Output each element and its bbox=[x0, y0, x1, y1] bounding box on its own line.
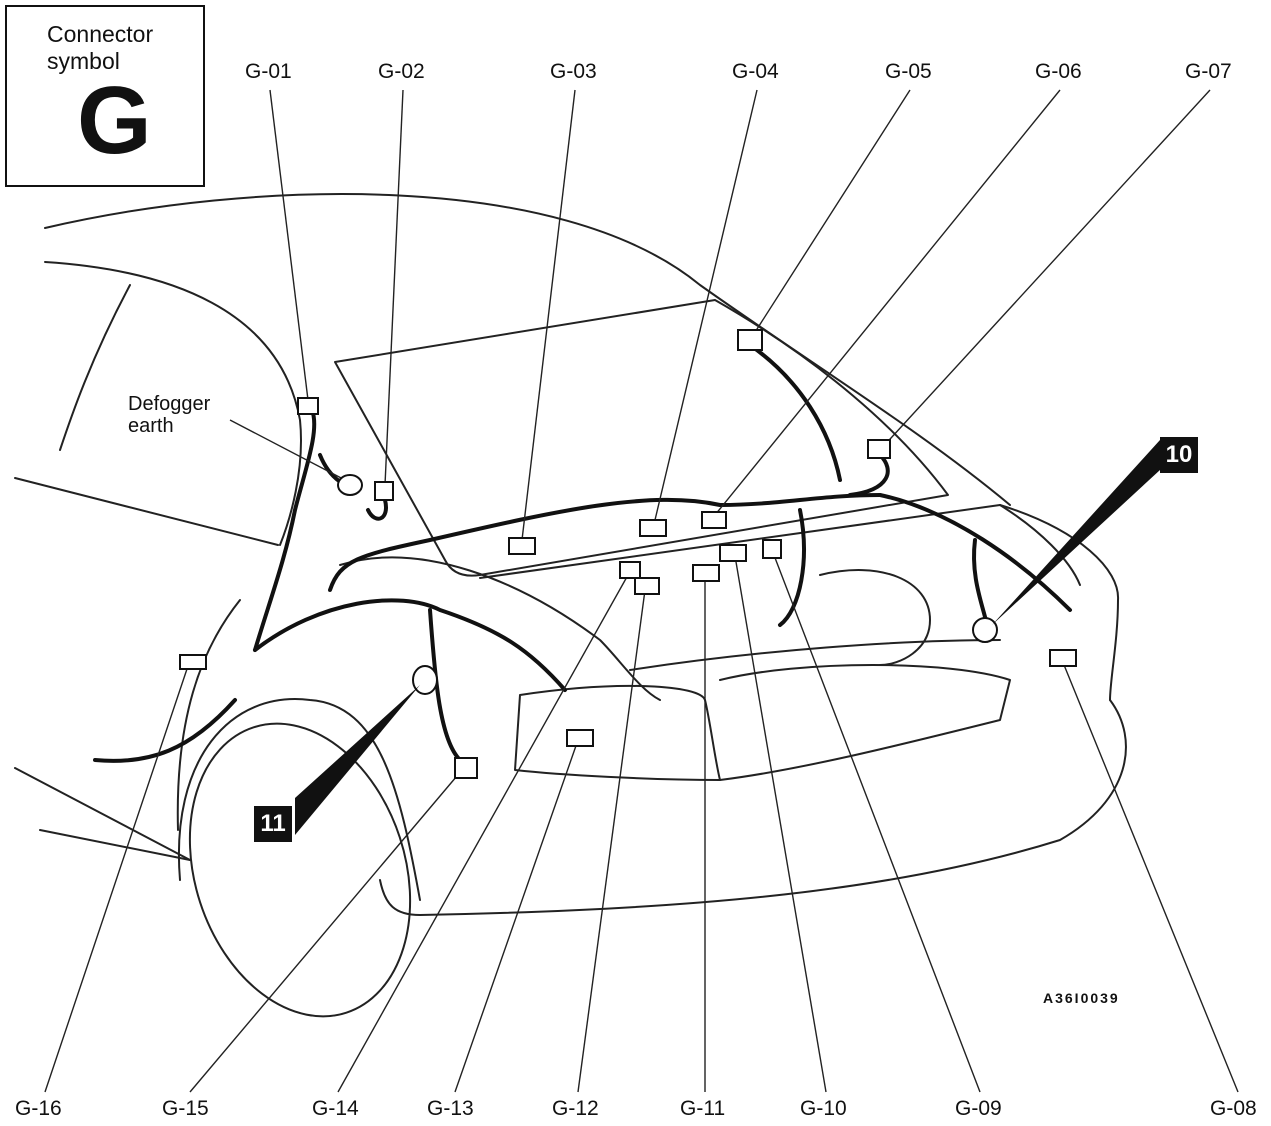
bumper-notch bbox=[514, 684, 721, 781]
ground-badge-10: 10 bbox=[1160, 437, 1198, 473]
leader-g15 bbox=[189, 769, 463, 1093]
leader-g09 bbox=[771, 549, 981, 1093]
leader-g04 bbox=[654, 89, 758, 521]
label-g02: G-02 bbox=[378, 60, 425, 83]
connector-g07 bbox=[867, 439, 891, 459]
connector-g16 bbox=[179, 654, 207, 670]
pillar-edge bbox=[59, 284, 131, 451]
label-g05: G-05 bbox=[885, 60, 932, 83]
label-g12: G-12 bbox=[552, 1097, 599, 1120]
connector-g11 bbox=[692, 564, 720, 582]
connector-symbol-box: Connector symbol G bbox=[5, 5, 205, 187]
leader-g13 bbox=[454, 739, 579, 1093]
pointer-10 bbox=[992, 440, 1160, 625]
lamp bbox=[719, 664, 1011, 781]
harness-down bbox=[778, 508, 806, 627]
defogger-earth-note: Defogger earth bbox=[128, 393, 211, 437]
connector-g08 bbox=[1049, 649, 1077, 667]
leader-g02 bbox=[384, 89, 404, 486]
harness-g04 bbox=[748, 343, 842, 482]
connector-g02 bbox=[374, 481, 394, 501]
earth-terminal-11 bbox=[412, 665, 438, 695]
pointer-11 bbox=[295, 685, 420, 835]
harness-pillar bbox=[253, 408, 317, 652]
leader-g10 bbox=[734, 555, 827, 1093]
label-g15: G-15 bbox=[162, 1097, 209, 1120]
connector-g06 bbox=[701, 511, 727, 529]
harness-right bbox=[878, 493, 1072, 612]
connector-g10 bbox=[719, 544, 747, 562]
harness-g07 bbox=[848, 453, 890, 497]
leader-g14 bbox=[337, 574, 629, 1093]
rear-pillar bbox=[44, 261, 302, 546]
connector-g04 bbox=[639, 519, 667, 537]
connector-g03 bbox=[508, 537, 536, 555]
leader-g16 bbox=[44, 659, 191, 1093]
leader-g03 bbox=[521, 89, 576, 541]
connector-g15 bbox=[454, 757, 478, 779]
label-g06: G-06 bbox=[1035, 60, 1082, 83]
connector-g09 bbox=[762, 539, 782, 559]
leader-g05 bbox=[749, 89, 911, 341]
harness-g15 bbox=[428, 608, 462, 762]
leader-g01 bbox=[269, 89, 309, 401]
connector-g05 bbox=[737, 329, 763, 351]
label-g13: G-13 bbox=[427, 1097, 474, 1120]
bumper-lower bbox=[379, 699, 1127, 916]
harness-g02 bbox=[366, 498, 388, 521]
label-g11: G-11 bbox=[680, 1097, 726, 1120]
harness-shelf bbox=[328, 493, 882, 592]
trunk-edge bbox=[629, 639, 1001, 671]
label-g04: G-04 bbox=[732, 60, 779, 83]
harness-main bbox=[253, 598, 567, 692]
label-g07: G-07 bbox=[1185, 60, 1232, 83]
wheel-arch bbox=[177, 698, 421, 901]
connector-g12 bbox=[634, 577, 660, 595]
connector-symbol-caption: Connector symbol bbox=[47, 21, 154, 74]
trunk-floor bbox=[819, 569, 931, 666]
bumper-top bbox=[999, 504, 1120, 701]
side-line bbox=[14, 477, 279, 546]
leader-g06 bbox=[714, 89, 1061, 516]
connector-g01 bbox=[297, 397, 319, 415]
rear-glass bbox=[334, 299, 949, 577]
label-g10: G-10 bbox=[800, 1097, 847, 1120]
quarter-panel bbox=[339, 556, 661, 701]
label-g14: G-14 bbox=[312, 1097, 359, 1120]
label-g01: G-01 bbox=[245, 60, 292, 83]
label-g03: G-03 bbox=[550, 60, 597, 83]
rocker-2 bbox=[39, 829, 191, 861]
wheel bbox=[188, 722, 412, 1018]
rocker bbox=[14, 767, 191, 861]
connector-g14 bbox=[619, 561, 641, 579]
harness-gnd10 bbox=[972, 538, 990, 632]
roof-line bbox=[44, 193, 1011, 506]
label-g08: G-08 bbox=[1210, 1097, 1257, 1120]
label-g09: G-09 bbox=[955, 1097, 1002, 1120]
arch-front bbox=[176, 599, 241, 831]
earth-terminal-10 bbox=[972, 617, 998, 643]
connector-symbol-letter: G bbox=[77, 67, 152, 174]
label-g16: G-16 bbox=[15, 1097, 62, 1120]
leader-g08 bbox=[1061, 659, 1239, 1093]
connector-g13 bbox=[566, 729, 594, 747]
leader-g12 bbox=[577, 589, 646, 1093]
figure-code: A36I0039 bbox=[1043, 990, 1120, 1006]
trunk-lid bbox=[479, 504, 1081, 586]
defogger-earth-terminal bbox=[337, 474, 363, 496]
harness-g16 bbox=[93, 698, 237, 763]
leader-g07 bbox=[879, 89, 1211, 451]
leader-defogger bbox=[229, 419, 346, 481]
ground-badge-11: 11 bbox=[254, 806, 292, 842]
